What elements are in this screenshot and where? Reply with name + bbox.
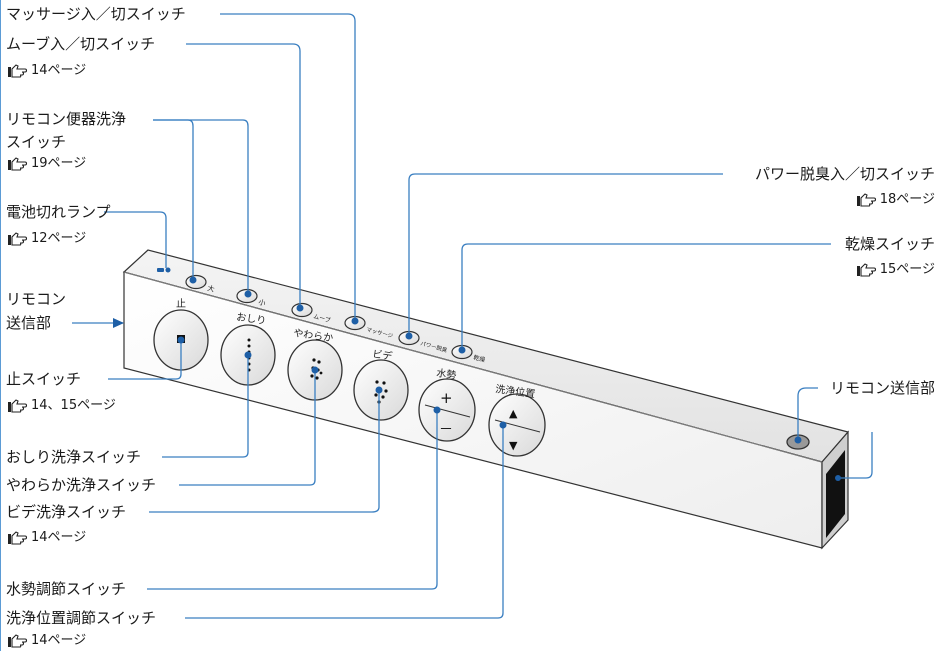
panel-label-dry: 乾燥	[472, 353, 486, 364]
position-down-symbol: ▼	[509, 439, 518, 452]
remote-body	[122, 249, 850, 550]
arrow-to-transmitter-left	[113, 318, 124, 328]
transmitter-window-right	[826, 450, 845, 538]
finger-pointing-icon	[8, 531, 28, 545]
ref-dry: 15ページ	[856, 262, 935, 278]
callout-transmitter-right: リモコン送信部	[829, 379, 935, 397]
finger-pointing-icon	[8, 157, 28, 171]
callout-bowl-wash-line2: スイッチ	[6, 133, 67, 151]
panel-label-pressure: 水勢	[436, 366, 458, 382]
callout-dry-switch: 乾燥スイッチ	[844, 235, 935, 253]
position-up-symbol: ▲	[509, 407, 518, 420]
callout-move-switch: ムーブ入／切スイッチ	[6, 35, 156, 53]
panel-label-bidet: ビデ	[372, 347, 394, 363]
callout-transmitter-left-2: 送信部	[6, 314, 52, 332]
finger-pointing-icon	[8, 634, 28, 648]
ref-stop: 14、15ページ	[8, 398, 116, 414]
ref-move: 14ページ	[8, 63, 86, 79]
left-frame-line	[0, 0, 1, 651]
callout-pressure-switch: 水勢調節スイッチ	[6, 580, 127, 598]
finger-pointing-icon	[8, 64, 28, 78]
callout-deodorize-switch: パワー脱臭入／切スイッチ	[754, 165, 935, 183]
flush-big-button[interactable]	[185, 274, 207, 290]
ref-position: 14ページ	[8, 633, 86, 649]
panel-label-yawaraka: やわらか	[293, 327, 334, 344]
callout-bowl-wash-line1: リモコン便器洗浄	[6, 110, 127, 128]
panel-label-stop: 止	[176, 298, 186, 310]
callout-position-switch: 洗浄位置調節スイッチ	[6, 609, 157, 627]
pressure-plus-symbol: +	[440, 389, 453, 407]
ref-bowl-wash: 19ページ	[8, 156, 86, 172]
finger-pointing-icon	[8, 232, 28, 246]
callout-stop-switch: 止スイッチ	[6, 370, 82, 388]
callout-massage-switch: マッサージ入／切スイッチ	[6, 5, 186, 23]
panel-label-big: 大	[206, 283, 215, 294]
leader-lines	[72, 13, 873, 619]
panel-label-oshiri: おしり	[236, 311, 267, 327]
finger-pointing-icon	[8, 399, 28, 413]
callout-yawaraka-switch: やわらか洗浄スイッチ	[6, 476, 157, 494]
callout-transmitter-left-1: リモコン	[6, 290, 67, 308]
callout-bidet-switch: ビデ洗浄スイッチ	[6, 503, 127, 521]
battery-lamp-icon	[157, 267, 171, 273]
pressure-minus-symbol: －	[439, 422, 453, 438]
ref-deodorize: 18ページ	[856, 192, 935, 208]
pressure-button[interactable]	[418, 378, 476, 442]
finger-pointing-icon	[856, 263, 876, 277]
leader-dots	[177, 276, 841, 481]
ref-bidet: 14ページ	[8, 530, 86, 546]
finger-pointing-icon	[856, 193, 876, 207]
ref-battery: 12ページ	[8, 231, 86, 247]
callout-battery-lamp: 電池切れランプ	[6, 203, 111, 221]
callout-oshiri-switch: おしり洗浄スイッチ	[6, 448, 142, 466]
panel-label-small: 小	[257, 297, 266, 308]
